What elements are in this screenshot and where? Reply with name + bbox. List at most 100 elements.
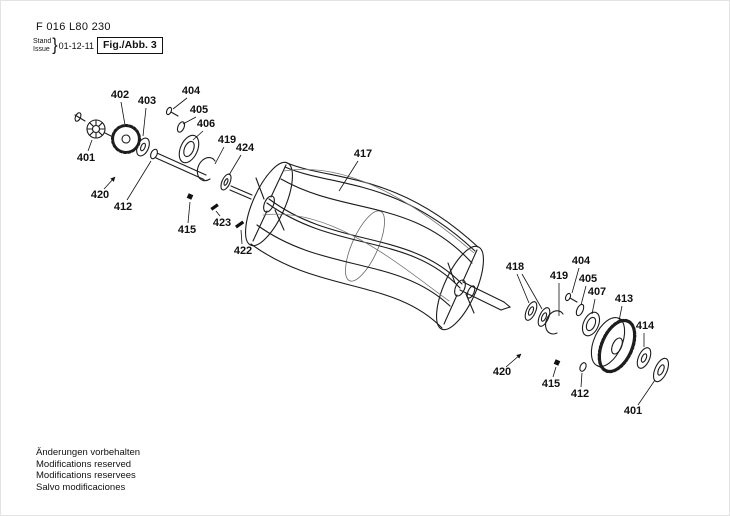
- part-label-417: 417: [353, 148, 373, 160]
- leader-line-420: [505, 353, 522, 368]
- leader-lines: [87, 97, 656, 406]
- part-label-401: 401: [623, 405, 643, 417]
- footer-note: Salvo modificaciones: [36, 481, 126, 493]
- part-label-405: 405: [189, 104, 209, 116]
- leader-line-417: [338, 160, 359, 192]
- leader-line-418: [516, 273, 530, 304]
- blade-back: [283, 169, 475, 254]
- part-label-404: 404: [181, 85, 201, 97]
- part-label-420: 420: [492, 366, 512, 378]
- leader-line-418: [521, 273, 543, 310]
- shaft-line-top: [157, 152, 207, 176]
- blade: [280, 178, 473, 264]
- washer-405-right: [575, 303, 585, 317]
- revision-label-issue: Issue: [33, 46, 50, 53]
- leader-line-424: [228, 154, 242, 176]
- leader-line-412: [126, 160, 152, 201]
- part-label-415: 415: [541, 378, 561, 390]
- key-415-left: [186, 193, 194, 200]
- leader-line-401: [87, 139, 93, 152]
- revision-labels: Stand Issue: [33, 38, 51, 54]
- leader-line-413: [618, 305, 623, 322]
- circlip-419-left: [196, 157, 216, 182]
- leader-line-420: [103, 176, 116, 190]
- leader-line-406: [192, 130, 204, 141]
- nut-412-left: [150, 148, 158, 160]
- key-415-right: [553, 359, 561, 366]
- part-label-407: 407: [587, 286, 607, 298]
- footer-note: Änderungen vorbehalten: [36, 447, 141, 458]
- part-label-419: 419: [549, 270, 569, 282]
- revision-label-stand: Stand: [33, 38, 52, 45]
- leader-line-407: [591, 298, 596, 315]
- footer-note: Modifications reserved: [36, 458, 132, 470]
- part-label-418: 418: [505, 261, 525, 273]
- leader-line-412: [580, 372, 583, 388]
- part-label-424: 424: [235, 142, 255, 154]
- blade: [256, 224, 451, 307]
- leader-line-402: [120, 101, 126, 126]
- shaft-line-bottom: [155, 157, 205, 181]
- pin-423: [210, 203, 219, 211]
- screw-404-right: [564, 292, 578, 303]
- part-label-413: 413: [614, 293, 634, 305]
- figure-number-box: Fig./Abb. 3: [97, 37, 163, 54]
- washer-418-a: [524, 301, 538, 321]
- part-label-404: 404: [571, 255, 591, 267]
- revision-brace: }: [52, 36, 58, 55]
- leader-line-415: [187, 201, 191, 224]
- header: F 016 L80 230: [36, 21, 111, 33]
- gear-413: [590, 317, 637, 374]
- part-label-402: 402: [110, 89, 130, 101]
- end-screw: [74, 112, 86, 122]
- left-end-assembly: [74, 106, 253, 229]
- leader-line-405: [182, 116, 197, 125]
- shaft-tip: [500, 301, 512, 311]
- leader-line-405: [580, 285, 587, 306]
- leader-line-401: [637, 379, 656, 406]
- leader-line-422: [240, 229, 243, 245]
- part-label-422: 422: [233, 245, 253, 257]
- lock-washer-401: [86, 119, 106, 139]
- part-label-412: 412: [113, 201, 133, 213]
- part-label-420: 420: [90, 189, 110, 201]
- nut-412-right: [579, 362, 587, 372]
- blade-back: [262, 213, 450, 302]
- part-label-412: 412: [570, 388, 590, 400]
- part-label-414: 414: [635, 320, 655, 332]
- pin-422: [234, 220, 245, 229]
- leader-line-403: [142, 107, 147, 137]
- part-label-403: 403: [137, 95, 157, 107]
- leader-line-415: [552, 366, 557, 378]
- screw-404-left: [165, 106, 179, 117]
- part-label-423: 423: [212, 217, 232, 229]
- reel-cylinder-417: [245, 161, 512, 331]
- bearing-housing-407: [581, 311, 601, 337]
- washer-403: [136, 137, 150, 157]
- gear-402: [110, 123, 141, 154]
- part-label-401: 401: [76, 152, 96, 164]
- leader-line-423: [215, 210, 221, 217]
- bearing-housing-406: [178, 134, 200, 164]
- part-label-419: 419: [217, 134, 237, 146]
- part-number: F 016 L80 230: [36, 21, 111, 33]
- part-label-405: 405: [578, 273, 598, 285]
- right-end-assembly: [524, 292, 670, 383]
- washer-414: [636, 347, 652, 369]
- washer-401-right: [652, 357, 670, 383]
- footer-note: Modifications reservees: [36, 470, 136, 481]
- part-label-406: 406: [196, 118, 216, 130]
- part-label-415: 415: [177, 224, 197, 236]
- leader-line-404: [571, 267, 580, 294]
- washer-405-left: [176, 121, 186, 133]
- blade: [266, 202, 461, 289]
- blade: [284, 166, 476, 252]
- leader-line-419: [214, 146, 225, 165]
- leader-line-404: [172, 97, 188, 110]
- revision-date: 01-12-11: [58, 41, 94, 51]
- washer-418-b: [537, 307, 551, 327]
